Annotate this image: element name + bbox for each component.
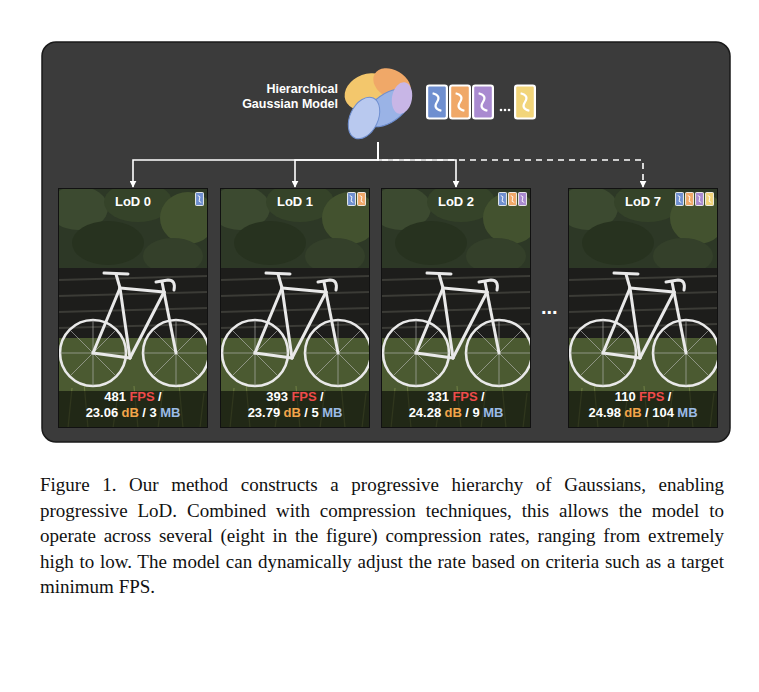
lod-panel: LoD 7 110FPS / 24.98dB / 104MB	[568, 188, 718, 428]
stat-text: 110	[615, 389, 636, 404]
stat-text: 481	[104, 389, 126, 404]
stat-text: 393	[266, 389, 288, 404]
stat-text: MB	[483, 405, 503, 420]
stat-text: 23.06	[86, 405, 119, 420]
lod-render	[371, 182, 539, 428]
ellipsis-label: ...	[541, 296, 558, 319]
dark-panel	[42, 42, 730, 442]
model-label: Hierarchical Gaussian Model	[220, 82, 338, 112]
lod-label: LoD 7	[569, 194, 717, 209]
lod-label: LoD 0	[59, 194, 207, 209]
connector-arrow	[133, 142, 378, 187]
stat-text: / 3	[142, 405, 156, 420]
stat-text: 331	[427, 389, 449, 404]
stat-text: MB	[160, 405, 180, 420]
stat-text: FPS	[129, 389, 154, 404]
lod-label: LoD 1	[221, 194, 369, 209]
stats-line: 331FPS / 24.28dB/ 9 MB	[384, 389, 528, 421]
stat-text: FPS	[452, 389, 477, 404]
stats-line: 393FPS / 23.79dB/ 5 MB	[223, 389, 367, 421]
lod-render	[210, 182, 378, 428]
lod-render	[558, 182, 726, 428]
stat-text: MB	[677, 405, 697, 420]
stat-text: /	[320, 389, 324, 404]
stat-text: / 5	[304, 405, 318, 420]
stat-text: 23.79	[248, 405, 281, 420]
stat-text: /	[158, 389, 162, 404]
stat-text: 24.98	[588, 405, 621, 420]
stat-text: / 104	[645, 405, 674, 420]
stat-text: FPS	[639, 389, 664, 404]
stat-text: dB	[624, 405, 641, 420]
connector-arrow	[378, 142, 456, 187]
stat-text: FPS	[291, 389, 316, 404]
stat-text: MB	[322, 405, 342, 420]
model-node: Hierarchical Gaussian Model	[220, 60, 535, 142]
stat-text: /	[481, 389, 485, 404]
stat-text: / 9	[465, 405, 479, 420]
lod-label: LoD 2	[382, 194, 530, 209]
stat-text: 24.28	[409, 405, 442, 420]
lod-panel: LoD 0 481FPS / 23.06dB/ 3 MB	[58, 188, 208, 428]
gaussian-icon	[339, 62, 417, 144]
stat-text: /	[668, 389, 672, 404]
connector-arrow	[378, 142, 643, 187]
card-row	[427, 86, 535, 119]
stats-line: 481FPS / 23.06dB/ 3 MB	[61, 389, 205, 421]
stat-text: dB	[445, 405, 462, 420]
lod-render	[48, 182, 216, 428]
stat-text: dB	[284, 405, 301, 420]
lod-panel: LoD 2 331FPS / 24.28dB/ 9 MB	[381, 188, 531, 428]
connector-arrow	[295, 142, 378, 187]
lod-panel: LoD 1 393FPS / 23.79dB/ 5 MB	[220, 188, 370, 428]
figure-caption: Figure 1. Our method constructs a progre…	[40, 472, 724, 600]
stats-line: 110FPS / 24.98dB / 104MB	[571, 389, 715, 421]
stat-text: dB	[122, 405, 139, 420]
